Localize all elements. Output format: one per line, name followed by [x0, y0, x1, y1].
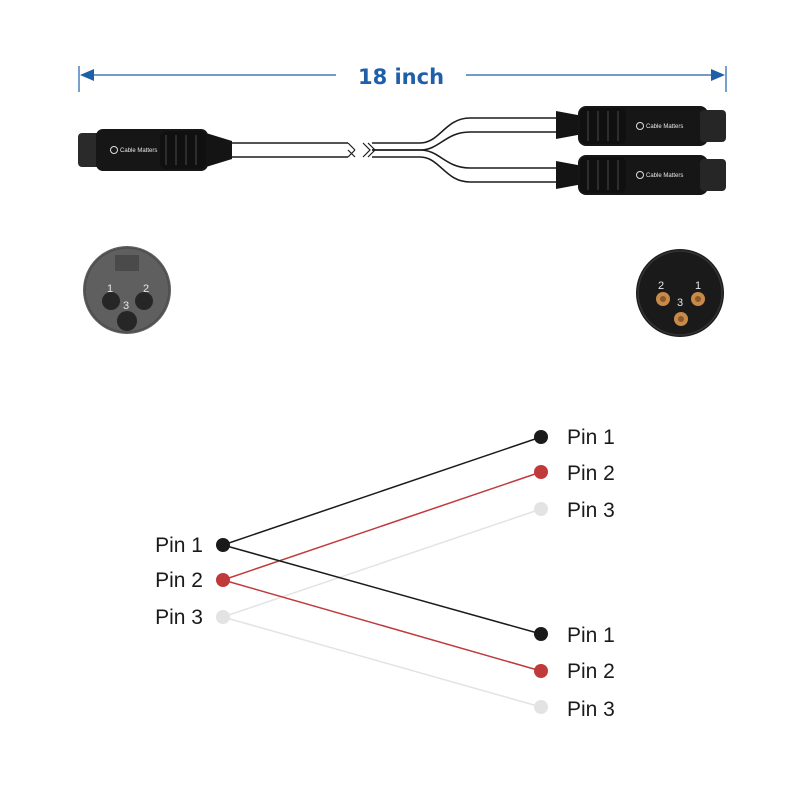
xlr-female-connector-icon: Cable Matters	[78, 129, 232, 171]
wire-pin3-to-output1	[222, 508, 542, 618]
dimension-indicator: 18 inch	[78, 65, 727, 92]
output2-pin3-dot	[534, 700, 548, 714]
female-face-pin-2: 2	[143, 283, 149, 295]
output2-pin1-dot	[534, 627, 548, 641]
male-face-pin-2: 2	[658, 280, 664, 292]
male-face-pin-1: 1	[695, 280, 701, 292]
wire-pin1-to-output1	[222, 436, 542, 546]
source-pins: Pin 1 Pin 2 Pin 3	[155, 534, 230, 629]
output2-pin2-label: Pin 2	[567, 660, 615, 683]
female-face-pin-1: 1	[107, 283, 113, 295]
male-connector-top-brand: Cable Matters	[646, 124, 683, 130]
female-face-pin-3: 3	[123, 300, 129, 312]
source-pin3-dot	[216, 610, 230, 624]
female-connector-brand: Cable Matters	[120, 148, 157, 154]
source-pin3-label: Pin 3	[155, 606, 203, 629]
output1-pin1-dot	[534, 430, 548, 444]
dimension-left-arrow	[80, 69, 94, 81]
wire-pin1-to-output2	[222, 544, 542, 635]
source-pin2-dot	[216, 573, 230, 587]
male-connector-bottom-brand: Cable Matters	[646, 173, 683, 179]
output2-pins: Pin 1 Pin 2 Pin 3	[534, 624, 615, 721]
wiring-diagram: Pin 1 Pin 2 Pin 3 Pin 1 Pin 2 Pin 3 Pin …	[155, 426, 615, 721]
source-pin2-label: Pin 2	[155, 569, 203, 592]
output2-pin1-label: Pin 1	[567, 624, 615, 647]
output1-pin3-label: Pin 3	[567, 499, 615, 522]
cable-illustration: Cable Matters Cable Matters Ca	[78, 106, 726, 195]
male-side-cables	[372, 117, 583, 183]
xlr-male-connector-bottom-icon: Cable Matters	[556, 155, 726, 195]
xlr-male-connector-top-icon: Cable Matters	[556, 106, 726, 146]
output1-pin1-label: Pin 1	[567, 426, 615, 449]
source-pin1-dot	[216, 538, 230, 552]
dimension-right-arrow	[711, 69, 725, 81]
wire-pin2-to-output1	[222, 471, 542, 581]
output1-pin3-dot	[534, 502, 548, 516]
dimension-label: 18 inch	[358, 65, 444, 89]
output1-pin2-dot	[534, 465, 548, 479]
output2-pin2-dot	[534, 664, 548, 678]
female-side-cable	[232, 142, 356, 158]
female-connector-face-icon: 1 2 3	[83, 246, 171, 334]
wire-pin3-to-output2	[222, 616, 542, 708]
output1-pins: Pin 1 Pin 2 Pin 3	[534, 426, 615, 522]
male-face-pin-3: 3	[677, 297, 683, 309]
output2-pin3-label: Pin 3	[567, 698, 615, 721]
output1-pin2-label: Pin 2	[567, 462, 615, 485]
source-pin1-label: Pin 1	[155, 534, 203, 557]
male-connector-face-icon: 2 1 3	[636, 249, 724, 337]
wire-pin2-to-output2	[222, 579, 542, 672]
